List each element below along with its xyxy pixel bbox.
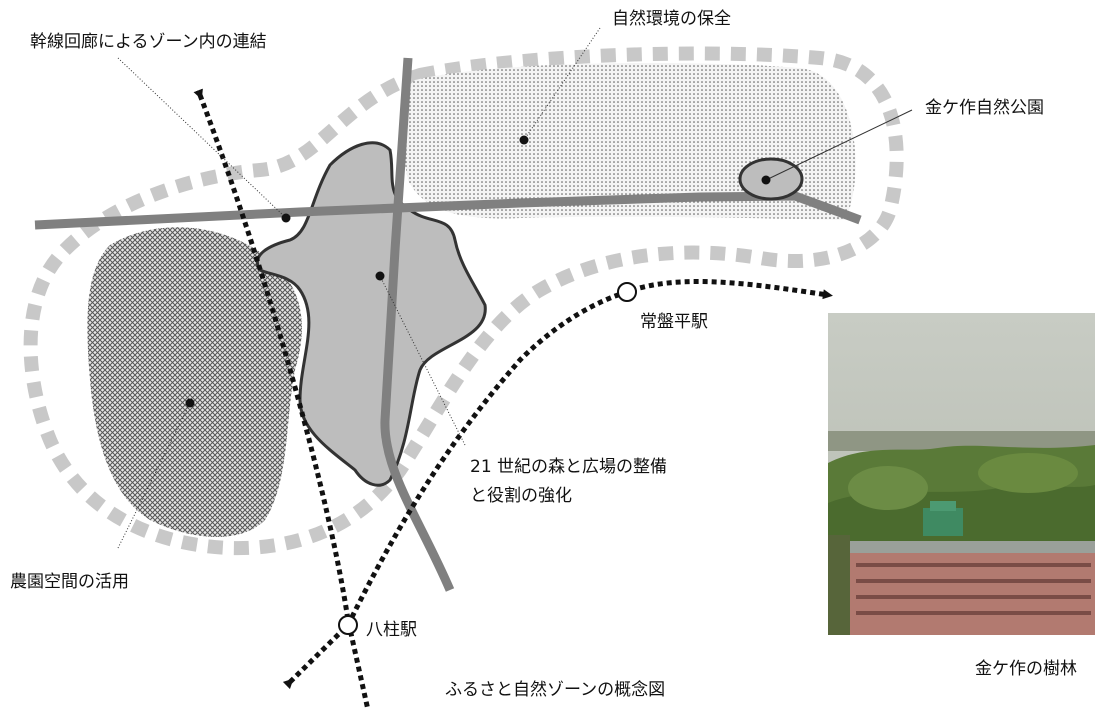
- farm-space-area: [87, 227, 302, 537]
- kanegasaku-park-area: [738, 157, 804, 201]
- label-kanegasaku-park: 金ケ作自然公園: [925, 98, 1044, 118]
- leader-kanegasaku-park: [765, 109, 913, 181]
- point-nature-conservation: [519, 135, 529, 145]
- yabashira-station-marker: [338, 615, 358, 635]
- diagram-caption: ふるさと自然ゾーンの概念図: [445, 680, 666, 700]
- point-farm-space: [185, 398, 195, 408]
- point-trunk-corridor: [281, 213, 291, 223]
- kanegasaku-forest-photo: [828, 313, 1095, 635]
- label-farm-space: 農園空間の活用: [10, 572, 129, 592]
- trunk-road-horizontal: [34, 191, 862, 230]
- photo-caption: 金ケ作の樹林: [975, 659, 1077, 679]
- label-trunk-corridor: 幹線回廊によるゾーン内の連結: [30, 32, 267, 52]
- label-forest-plaza-line1: 21 世紀の森と広場の整備: [470, 457, 668, 477]
- point-forest-plaza: [375, 271, 385, 281]
- label-tokiwadaira-station: 常盤平駅: [640, 312, 708, 332]
- label-forest-plaza-line2: と役割の強化: [470, 486, 572, 506]
- point-kanegasaku-park: [761, 175, 771, 185]
- label-nature-conservation: 自然環境の保全: [612, 9, 731, 29]
- label-yabashira-station: 八柱駅: [366, 620, 417, 640]
- leader-trunk-corridor: [117, 57, 287, 219]
- tokiwadaira-station-marker: [617, 282, 637, 302]
